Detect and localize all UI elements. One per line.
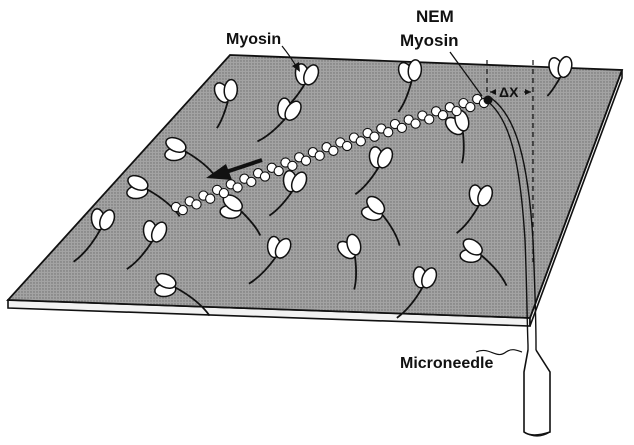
actin-bead [192,200,201,209]
coated-surface [8,55,622,318]
actin-bead [466,103,475,112]
delta-x-label: ΔX [499,84,519,100]
actin-bead [343,141,352,150]
microneedle-label: Microneedle [400,355,493,372]
actin-bead [178,206,187,215]
actin-bead [315,151,324,160]
actin-bead [329,146,338,155]
actin-bead [370,132,379,141]
actin-bead [301,156,310,165]
actin-bead [438,111,447,120]
actin-bead [384,128,393,137]
myosin-label: Myosin [226,31,281,48]
actin-bead [411,119,420,128]
actin-bead [219,189,228,198]
actin-bead [288,161,297,170]
nem-label: NEM [416,7,454,26]
actin-bead [233,183,242,192]
actin-bead [452,107,461,116]
actin-bead [206,194,215,203]
actin-bead [260,172,269,181]
actin-bead [356,137,365,146]
actin-bead [397,123,406,132]
actin-bead [247,177,256,186]
nem-myosin-label: Myosin [400,31,459,50]
actin-bead [274,167,283,176]
nem-myosin-attachment [484,96,493,105]
actin-bead [425,115,434,124]
